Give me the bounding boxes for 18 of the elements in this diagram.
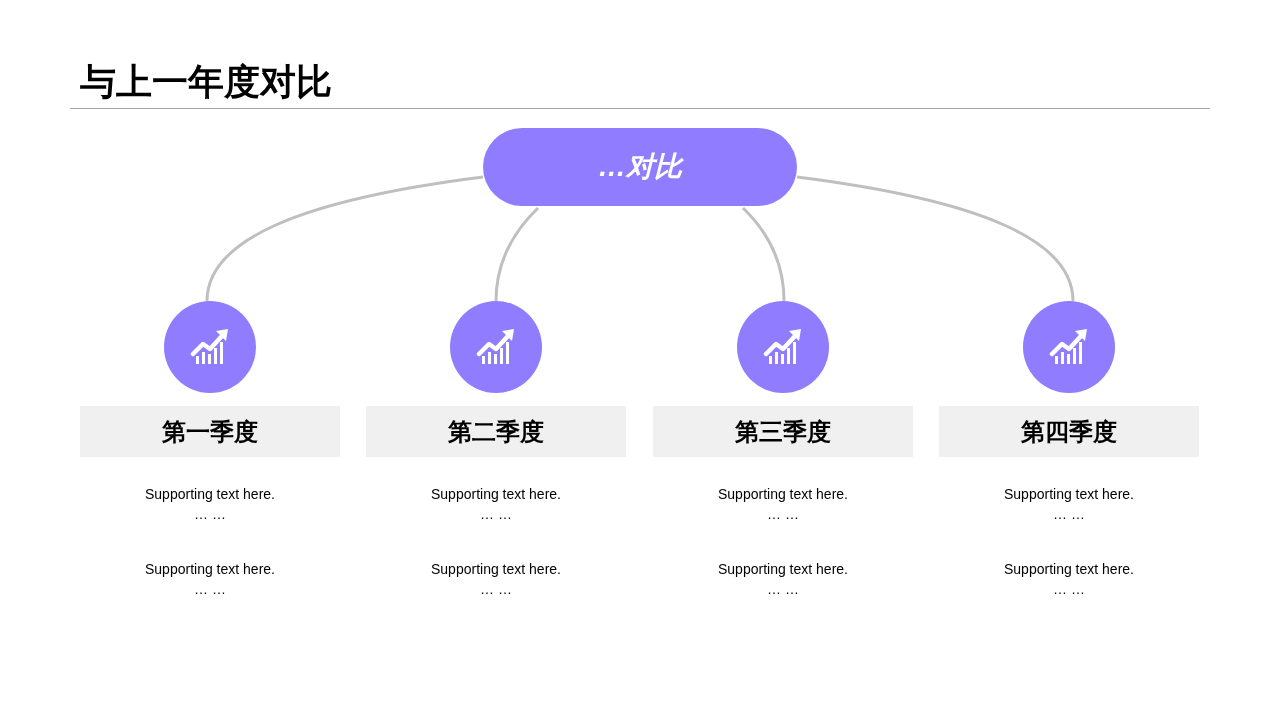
quarter-label: 第四季度	[1021, 416, 1117, 448]
supporting-text: Supporting text here. … …	[144, 560, 276, 599]
topic-label: …对比	[598, 150, 682, 184]
connector-line	[741, 206, 786, 302]
quarter-label: 第二季度	[448, 416, 544, 448]
quarter-label: 第三季度	[735, 416, 831, 448]
supporting-text: Supporting text here. … …	[1003, 485, 1135, 524]
connector-line	[494, 206, 540, 302]
title: 与上一年度对比	[80, 60, 332, 104]
supporting-text: Supporting text here. … …	[717, 560, 849, 599]
supporting-text: Supporting text here. … …	[430, 485, 562, 524]
supporting-text: Supporting text here. … …	[144, 485, 276, 524]
supporting-text: Supporting text here. … …	[717, 485, 849, 524]
quarter-label: 第一季度	[162, 416, 258, 448]
connector-line	[205, 175, 484, 302]
connector-line	[796, 175, 1075, 302]
supporting-text: Supporting text here. … …	[430, 560, 562, 599]
supporting-text: Supporting text here. … …	[1003, 560, 1135, 599]
